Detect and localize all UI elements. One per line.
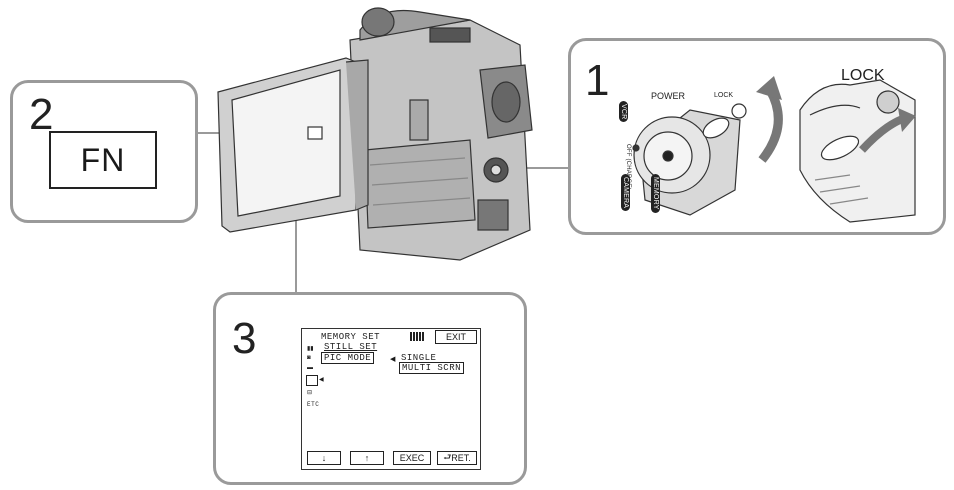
vtr-set-icon: ▬ xyxy=(307,365,313,371)
step-number: 2 xyxy=(29,90,54,139)
lock-label: LOCK xyxy=(714,92,734,99)
step-number: 1 xyxy=(585,56,610,105)
step-1-panel: 1 POWER LOCK LOCK VCR OFF (CHARGE) CAMER… xyxy=(568,38,946,235)
fn-button[interactable]: FN xyxy=(49,131,157,189)
return-button[interactable]: ⮐RET. xyxy=(437,451,477,465)
return-label: RET. xyxy=(451,453,471,463)
lcd-menu-screen: MEMORY SET EXIT STILL SET PIC MODE ◀ SIN… xyxy=(301,328,481,470)
switch-position-memory: MEMORY xyxy=(651,174,660,213)
lock-detail-illustration xyxy=(799,79,916,223)
option-single[interactable]: SINGLE xyxy=(401,353,437,363)
selected-arrow-icon: ◀ xyxy=(319,377,324,383)
switch-position-camera: CAMERA xyxy=(621,174,630,212)
up-button[interactable]: ↑ xyxy=(350,451,384,465)
switch-position-off: OFF (CHARGE) xyxy=(625,144,631,190)
camera-icon: ◙ xyxy=(307,355,311,361)
grid-icon xyxy=(410,332,424,341)
camcorder-body xyxy=(349,7,533,261)
power-label: POWER xyxy=(651,91,686,101)
return-icon: ⮐ xyxy=(443,452,452,462)
down-button[interactable]: ↓ xyxy=(307,451,341,465)
lock-detail-label: LOCK xyxy=(841,67,885,84)
menu-title: MEMORY SET xyxy=(321,332,381,342)
memory-set-icon xyxy=(306,375,318,386)
step-2-panel: 2 FN xyxy=(10,80,198,223)
submenu-title: STILL SET xyxy=(324,342,378,352)
etc-label: ETC xyxy=(307,401,320,408)
exit-button[interactable]: EXIT xyxy=(435,330,477,344)
exec-button[interactable]: EXEC xyxy=(393,451,431,465)
pic-mode-item[interactable]: PIC MODE xyxy=(321,352,375,364)
pointer-icon: ◀ xyxy=(390,356,396,363)
lcd-panel-illustration xyxy=(217,57,369,233)
camera-set-icon: ▮▮ xyxy=(307,346,314,352)
tape-icon: ⊟ xyxy=(307,390,313,396)
switch-position-vcr: VCR xyxy=(619,101,628,123)
power-switch-illustration xyxy=(632,76,783,216)
step-3-panel: 3 MEMORY SET EXIT STILL SET PIC MODE ◀ S… xyxy=(213,292,527,485)
option-multi-scrn[interactable]: MULTI SCRN xyxy=(399,362,465,374)
step-number: 3 xyxy=(232,314,257,363)
